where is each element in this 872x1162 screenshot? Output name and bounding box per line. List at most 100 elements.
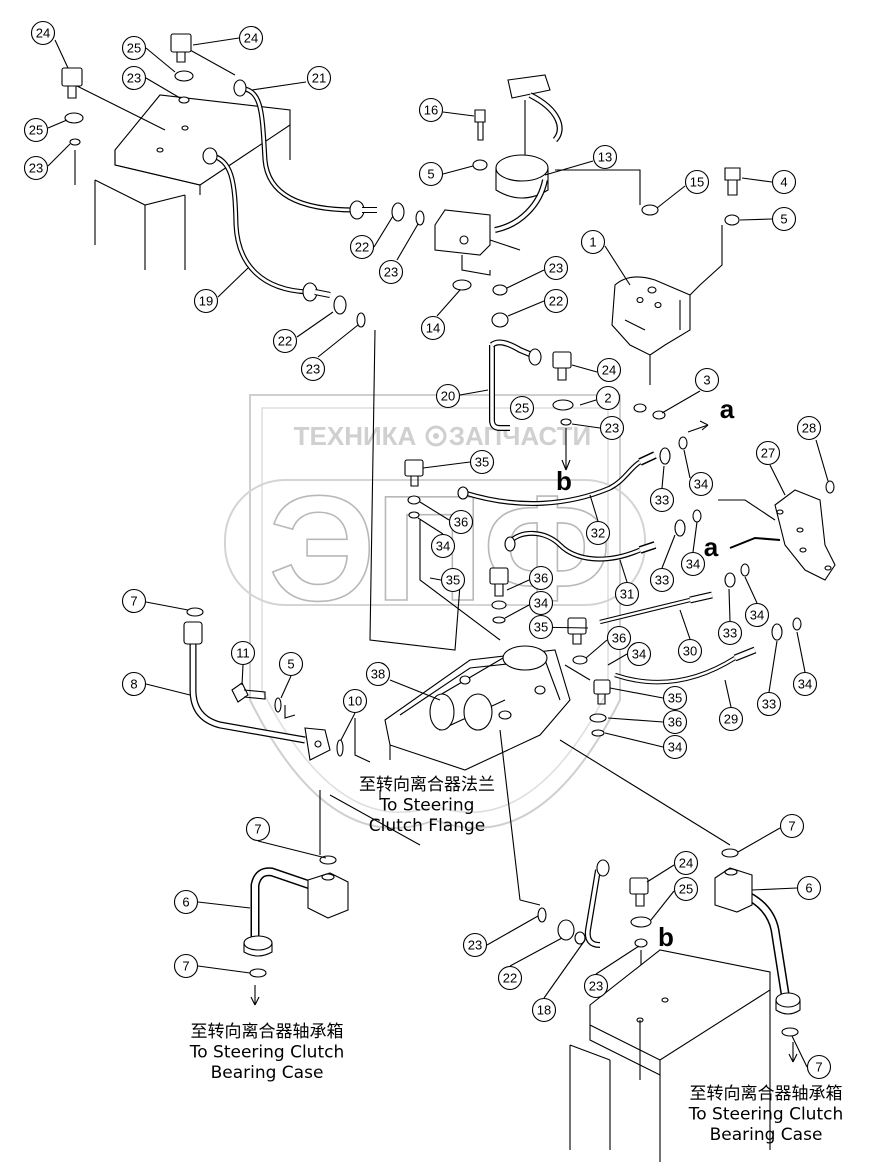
callout-label: 7 <box>788 819 795 834</box>
callout-25: 25 <box>23 117 49 143</box>
callout-label: 24 <box>679 856 693 871</box>
callout-23: 23 <box>583 973 609 999</box>
callout-circle <box>792 671 818 697</box>
callout-23: 23 <box>543 255 569 281</box>
callout-circle <box>420 315 446 341</box>
caption-line: To Steering <box>379 796 475 816</box>
callout-label: 36 <box>668 715 682 730</box>
callout-label: 30 <box>683 644 697 659</box>
callout-label: 36 <box>534 571 548 586</box>
callout-label: 33 <box>723 626 737 641</box>
top-left-bearing-case <box>74 94 291 270</box>
callout-label: 23 <box>589 979 603 994</box>
callout-circle <box>662 709 688 735</box>
callout-circle <box>300 356 326 382</box>
callout-circle <box>173 953 199 979</box>
callout-label: 23 <box>306 362 320 377</box>
callout-circle <box>531 997 557 1023</box>
callout-6: 6 <box>796 875 822 901</box>
callout-label: 7 <box>815 1060 822 1075</box>
callout-32: 32 <box>585 520 611 546</box>
callout-34: 34 <box>688 471 714 497</box>
callout-circle <box>238 25 264 51</box>
callout-label: 32 <box>591 526 605 541</box>
callout-circle <box>430 533 456 559</box>
callout-label: 35 <box>668 691 682 706</box>
arrow-letter-a: a <box>704 532 719 562</box>
callout-34: 34 <box>792 671 818 697</box>
callout-circle <box>680 551 706 577</box>
callout-circle <box>771 169 797 195</box>
callout-label: 22 <box>355 240 369 255</box>
callout-circle <box>497 965 523 991</box>
callout-circle <box>677 638 703 664</box>
callout-circle <box>173 889 199 915</box>
callout-circle <box>418 97 444 123</box>
callout-35: 35 <box>528 614 554 640</box>
callout-27: 27 <box>755 440 781 466</box>
callout-circle <box>599 415 625 441</box>
callout-label: 2 <box>604 391 611 406</box>
callout-circle <box>272 328 298 354</box>
callout-circle <box>806 1054 832 1080</box>
caption-line: 至转向离合器轴承箱 <box>690 1084 843 1104</box>
callout-label: 20 <box>441 389 455 404</box>
callout-circle <box>688 471 714 497</box>
callout-label: 31 <box>620 587 634 602</box>
callout-label: 11 <box>236 646 250 661</box>
callout-circle <box>684 169 710 195</box>
callout-label: 34 <box>750 608 764 623</box>
callout-circle <box>662 685 688 711</box>
callout-circle <box>673 876 699 902</box>
callout-circle <box>796 415 822 441</box>
callout-36: 36 <box>448 509 474 535</box>
callout-label: 23 <box>549 261 563 276</box>
callout-label: 25 <box>29 123 43 138</box>
callout-label: 24 <box>602 363 616 378</box>
callout-label: 35 <box>534 620 548 635</box>
callout-23: 23 <box>121 65 147 91</box>
callout-15: 15 <box>684 169 710 195</box>
callout-circle <box>418 161 444 187</box>
callout-label: 22 <box>278 334 292 349</box>
callout-circle <box>583 973 609 999</box>
callout-circle <box>469 449 495 475</box>
callout-circle <box>462 932 488 958</box>
callout-18: 18 <box>531 997 557 1023</box>
callout-circle <box>121 671 147 697</box>
gear-icon <box>425 425 447 447</box>
callout-label: 15 <box>690 175 704 190</box>
callout-7: 7 <box>806 1054 832 1080</box>
callout-label: 25 <box>127 41 141 56</box>
callout-circle <box>440 567 466 593</box>
callout-33: 33 <box>717 620 743 646</box>
callout-label: 36 <box>454 515 468 530</box>
callout-circle <box>193 288 219 314</box>
watermark-right-text: ЗАПЧАСТИ <box>449 421 592 451</box>
callout-circle <box>378 259 404 285</box>
callout-3: 3 <box>694 367 720 393</box>
callout-8: 8 <box>121 671 147 697</box>
callout-label: 29 <box>724 712 738 727</box>
callout-label: 5 <box>427 167 434 182</box>
caption-line: 至转向离合器轴承箱 <box>191 1022 344 1042</box>
callout-label: 6 <box>182 895 189 910</box>
callout-circle <box>543 288 569 314</box>
callout-label: 1 <box>589 235 596 250</box>
callout-circle <box>278 651 304 677</box>
arrow-letter-b: b <box>658 922 674 952</box>
callout-label: 28 <box>802 421 816 436</box>
callout-label: 19 <box>199 294 213 309</box>
callout-label: 23 <box>605 421 619 436</box>
callout-circle <box>342 688 368 714</box>
callout-label: 36 <box>612 631 626 646</box>
callout-25: 25 <box>673 876 699 902</box>
callout-label: 27 <box>761 446 775 461</box>
callout-circle <box>121 35 147 61</box>
callout-circle <box>779 813 805 839</box>
callout-30: 30 <box>677 638 703 664</box>
callout-circle <box>771 206 797 232</box>
